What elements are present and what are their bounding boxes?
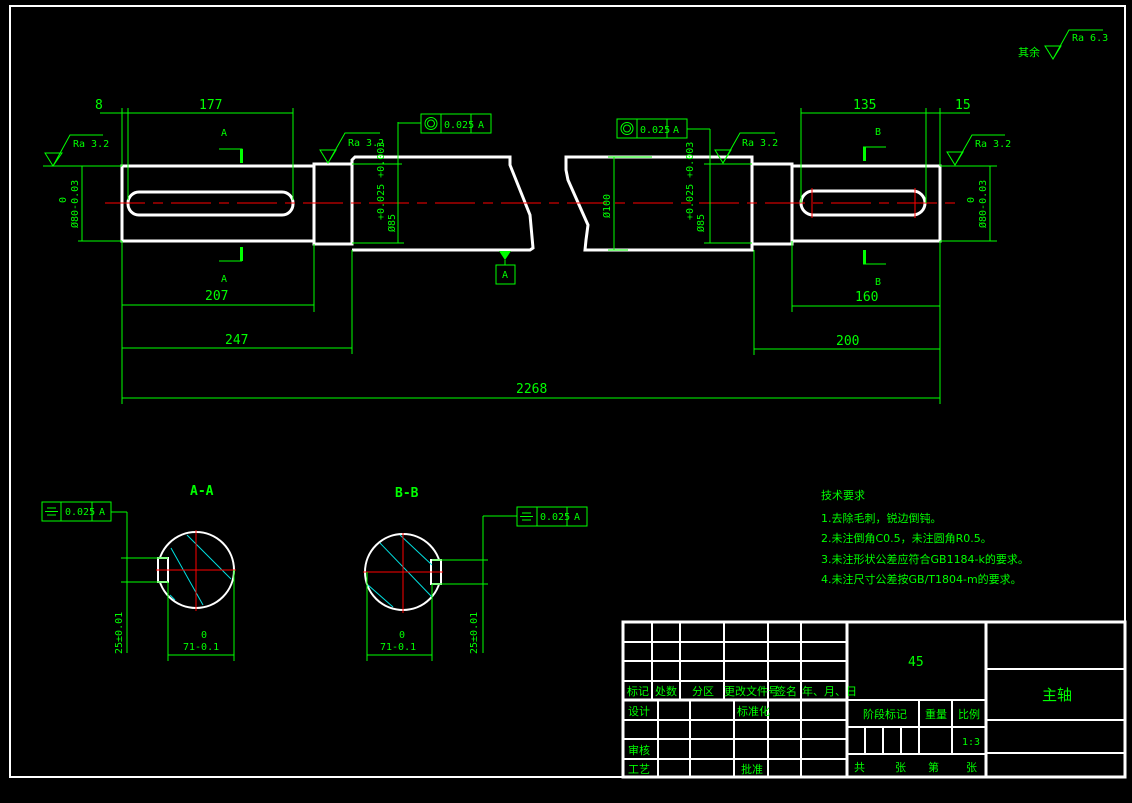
dim-dia-middle: Ø100 [601, 194, 613, 218]
runout-left-value: 0.025 [444, 120, 474, 131]
runout-frame-right: 0.025 A [616, 118, 710, 139]
cut-label-a-top: A [221, 128, 227, 139]
drawing-border [9, 5, 1126, 778]
dim-dia-bearing-right: Ø85 [695, 214, 707, 232]
label-page-sheet: 张 [966, 761, 977, 774]
label-approval: 批准 [741, 762, 763, 776]
roughness-left-bearing-value: Ra 3.2 [348, 138, 384, 149]
bb-keyway-depth: 71-0.1 [380, 642, 416, 653]
dim-dia-right-end-upper: 0 [966, 197, 977, 203]
dim-dia-left-end: Ø80-0.03 [69, 180, 81, 228]
bb-keyway-depth-upper: 0 [399, 630, 405, 641]
shaft-middle-left [350, 155, 535, 252]
tech-req-item: 3.未注形状公差应符合GB1184-k的要求。 [821, 552, 1029, 566]
tech-req-item: 1.去除毛刺，锐边倒钝。 [821, 511, 942, 525]
bb-keyway-width: 25±0.01 [469, 612, 480, 654]
label-scale: 比例 [958, 707, 980, 721]
roughness-left-end-value: Ra 3.2 [73, 139, 109, 150]
dim-207: 207 [205, 289, 228, 304]
symmetry-bb-value: 0.025 [540, 512, 570, 523]
dim-dia-bearing-left: Ø85 [386, 214, 398, 232]
roughness-symbol-icon [1044, 29, 1103, 60]
label-process: 工艺 [628, 763, 650, 776]
symmetry-icon [45, 507, 58, 516]
dim-247: 247 [225, 333, 248, 348]
symmetry-aa-value: 0.025 [65, 507, 95, 518]
dim-160: 160 [855, 290, 878, 305]
cut-label-a-bottom: A [221, 274, 227, 285]
datum-a: A [495, 251, 516, 285]
shaft-left-step [312, 162, 354, 246]
dim-dia-bearing-right-tol: +0.025 +0.003 [685, 142, 696, 220]
circularity-icon [620, 122, 634, 135]
aa-keyway-width: 25±0.01 [114, 612, 125, 654]
general-roughness-value: Ra 6.3 [1072, 33, 1108, 44]
dim-dia-left-end-upper: 0 [58, 197, 69, 203]
section-aa: A-A 71-0.1 0 25±0.01 0.025 A [41, 484, 236, 661]
rev-header-zone: 分区 [692, 685, 714, 698]
rev-header-doc: 更改文件号 [724, 684, 779, 698]
title-block: 标记 处数 分区 更改文件号 签名 年、月、日 设计 标准化 审核 工艺 批准 … [621, 620, 1127, 779]
section-cut-b: B B [863, 127, 886, 288]
rev-header-mark: 标记 [627, 684, 649, 698]
section-bb-title: B-B [395, 486, 419, 501]
aa-keyway-depth: 71-0.1 [183, 642, 219, 653]
shaft-main-view [105, 155, 955, 252]
roughness-left-bearing: Ra 3.2 [319, 132, 384, 164]
label-standardization: 标准化 [737, 704, 770, 718]
dim-200: 200 [836, 334, 859, 349]
dim-key-right-offset: 15 [955, 98, 971, 113]
scale-value: 1:3 [962, 737, 980, 748]
dim-total-length: 2268 [516, 382, 547, 397]
rev-header-sign: 签名 [775, 684, 797, 698]
tech-req-item: 2.未注倒角C0.5，未注圆角R0.5。 [821, 531, 992, 545]
technical-requirements: 技术要求 1.去除毛刺，锐边倒钝。 2.未注倒角C0.5，未注圆角R0.5。 3… [821, 489, 1029, 586]
runout-left-datum: A [478, 120, 484, 131]
top-dimensions: 8 177 135 15 [95, 98, 971, 203]
roughness-left-end: Ra 3.2 [44, 134, 109, 167]
circularity-icon [424, 117, 438, 130]
label-design: 设计 [628, 705, 650, 718]
dim-key-right-length: 135 [853, 98, 876, 113]
label-sheets: 张 [895, 761, 906, 774]
label-total: 共 [854, 761, 865, 774]
runout-right-datum: A [673, 125, 679, 136]
dim-key-left-offset: 8 [95, 98, 103, 113]
label-review: 审核 [628, 743, 650, 757]
part-name: 主轴 [1042, 686, 1072, 704]
dim-dia-bearing-left-tol: +0.025 +0.003 [376, 142, 387, 220]
rev-header-count: 处数 [655, 685, 677, 698]
symmetry-aa-datum: A [99, 507, 105, 518]
symmetry-bb-datum: A [574, 512, 580, 523]
runout-frame-left: 0.025 A [398, 113, 492, 134]
roughness-right-end-value: Ra 3.2 [975, 139, 1011, 150]
general-roughness-prefix: 其余 [1018, 45, 1040, 59]
label-page: 第 [928, 760, 939, 774]
bottom-dimensions: 207 247 160 200 2268 [121, 241, 941, 404]
aa-keyway-depth-upper: 0 [201, 630, 207, 641]
label-weight: 重量 [925, 707, 947, 721]
symmetry-icon [520, 512, 533, 521]
tech-req-title: 技术要求 [821, 489, 865, 502]
datum-a-label: A [502, 270, 508, 281]
dim-dia-right-end: Ø80-0.03 [977, 180, 989, 228]
section-cut-a: A A [219, 128, 243, 285]
roughness-right-bearing-value: Ra 3.2 [742, 138, 778, 149]
roughness-right-end: Ra 3.2 [946, 134, 1011, 166]
general-roughness: 其余 Ra 6.3 [1018, 29, 1108, 60]
section-aa-title: A-A [190, 484, 214, 499]
material: 45 [908, 655, 924, 670]
rev-header-date: 年、月、日 [802, 684, 857, 698]
cut-label-b-bottom: B [875, 277, 881, 288]
roughness-right-bearing: Ra 3.2 [714, 132, 778, 164]
section-bb: B-B 71-0.1 0 25±0.01 0.025 A [363, 486, 588, 661]
tech-req-item: 4.未注尺寸公差按GB/T1804-m的要求。 [821, 572, 1022, 586]
cut-label-b-top: B [875, 127, 881, 138]
shaft-right-step [750, 162, 794, 246]
runout-right-value: 0.025 [640, 125, 670, 136]
label-stage-mark: 阶段标记 [863, 707, 907, 721]
diameter-dimensions: Ø80-0.03 0 Ø85 +0.025 +0.003 Ø100 Ø85 +0… [43, 122, 997, 251]
dim-key-left-length: 177 [199, 98, 222, 113]
